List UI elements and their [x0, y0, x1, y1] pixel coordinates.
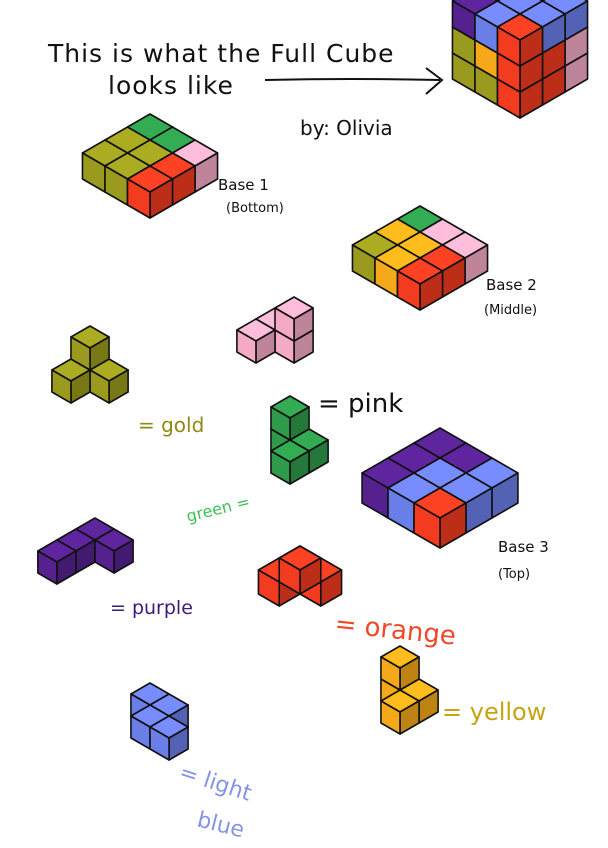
base-2-note: (Middle)	[484, 303, 537, 318]
pink-label: = pink	[318, 389, 403, 419]
title-line-1: This is what the Full Cube	[47, 39, 395, 68]
pink-piece-drawing	[236, 296, 314, 364]
purple-label: = purple	[110, 597, 193, 619]
orange-label: = orange	[333, 609, 457, 652]
cube-front-face	[496, 26, 521, 67]
purple-piece-drawing	[37, 517, 134, 585]
base-3-name: Base 3	[498, 538, 549, 556]
gold-piece-drawing	[51, 325, 129, 404]
base-3-drawing	[361, 427, 519, 549]
cube-front-face	[149, 726, 170, 761]
yellow-label: = yellow	[442, 698, 546, 726]
cube-front-face	[70, 336, 91, 371]
cube-front-face	[126, 178, 151, 219]
cube-front-face	[51, 369, 72, 404]
green-label: green =	[184, 492, 251, 526]
base-1-name: Base 1	[218, 176, 269, 194]
cube-front-face	[380, 700, 401, 735]
green-piece-drawing	[270, 395, 329, 485]
author-credit: by: Olivia	[300, 116, 393, 140]
base-1-note: (Bottom)	[226, 201, 284, 216]
cube-front-face	[278, 557, 301, 595]
light-blue-label-line-2: blue	[195, 808, 247, 844]
cube-front-face	[270, 450, 291, 485]
cube-front-face	[396, 270, 421, 311]
cube-front-face	[94, 539, 115, 574]
title-line-2: looks like	[108, 71, 234, 100]
base-2-name: Base 2	[486, 276, 537, 294]
full-cube-drawing	[451, 0, 589, 119]
base-1-drawing	[81, 113, 219, 219]
orange-piece-drawing	[257, 545, 343, 607]
base-3-note: (Top)	[498, 567, 530, 582]
cube-front-face	[380, 656, 401, 691]
light-blue-piece-drawing	[130, 682, 189, 761]
base-2-drawing	[351, 205, 489, 311]
cube-front-face	[274, 307, 295, 342]
cube-front-face	[236, 329, 257, 364]
arrow-icon	[264, 67, 444, 95]
cube-front-face	[270, 406, 291, 441]
yellow-piece-drawing	[380, 645, 439, 735]
cube-front-face	[37, 550, 58, 585]
light-blue-label-line-1: = light	[176, 760, 255, 807]
cube-front-face	[413, 502, 441, 549]
gold-label: = gold	[138, 413, 204, 437]
